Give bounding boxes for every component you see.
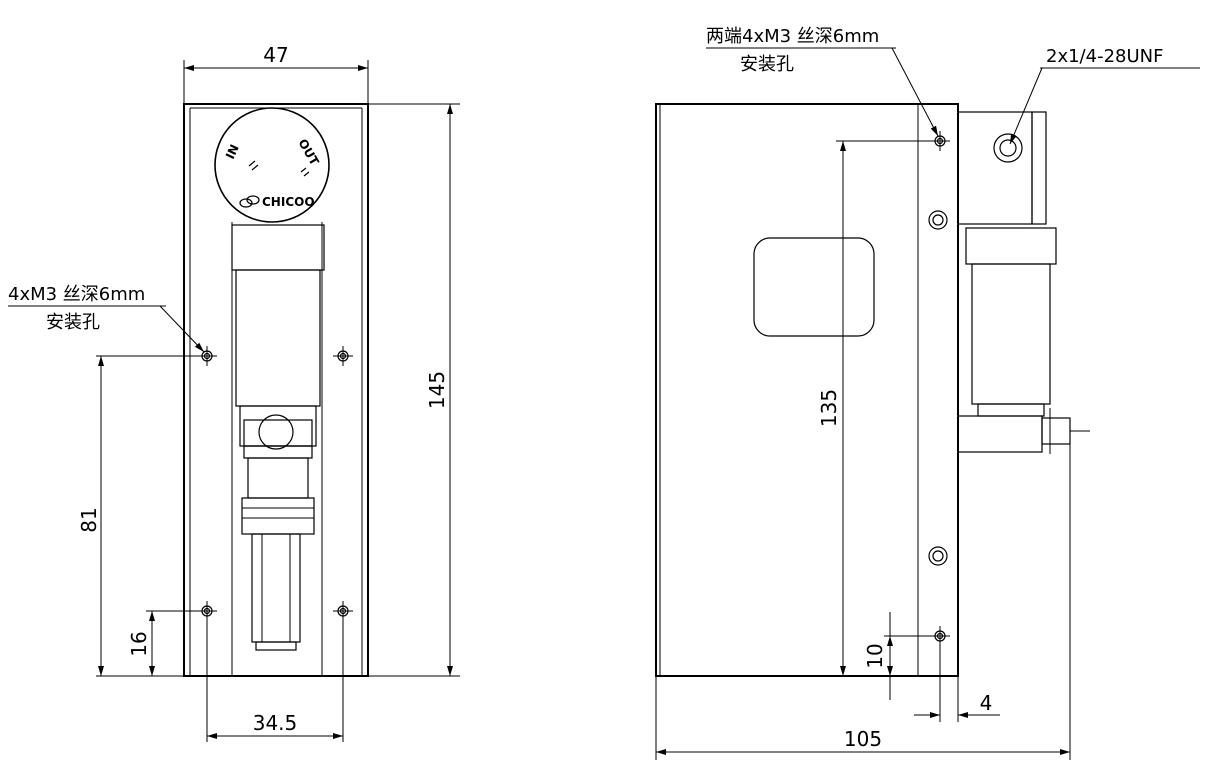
callout-line1: 两端4xM3 丝深6mm [706,26,879,47]
pressure-gauge: IN OUT CHICOO [214,107,330,223]
dim-label: 145 [425,371,449,409]
bolt [928,546,948,566]
brand-text: CHICOO [262,195,315,209]
dim-bottom-16: 16 [127,610,202,676]
mount-hole [930,131,950,151]
dim-label: 105 [844,727,882,751]
dim-depth-105: 105 [655,444,1071,760]
side-bolts [928,210,948,566]
callout-line1: 4xM3 丝深6mm [8,284,145,305]
bolt [928,210,948,230]
dim-label: 16 [127,631,151,656]
dim-label: 81 [77,507,101,532]
front-hole-callout: 4xM3 丝深6mm 安装孔 [8,284,205,353]
port-callout: 2x1/4-28UNF [1009,46,1200,145]
dim-label: 10 [863,643,887,668]
mount-hole [333,346,353,366]
dim-label: 34.5 [253,711,298,735]
dim-bottom-10: 10 [863,612,934,700]
callout-line2: 安装孔 [46,312,100,333]
front-mounting-holes [197,346,353,621]
callout-line2: 安装孔 [740,54,794,75]
gauge-label-in: IN [223,142,242,161]
side-view: 135 10 4 105 两端4xM3 丝深6mm 安装孔 [655,26,1200,760]
port-callout-text: 2x1/4-28UNF [1046,46,1163,67]
dim-label: 47 [263,43,288,67]
regulator-body [231,224,325,651]
dim-label: 4 [980,691,993,715]
dim-height-145: 145 [368,103,460,677]
side-hole-callout: 两端4xM3 丝深6mm 安装孔 [706,26,939,137]
dim-label: 135 [817,389,841,427]
brand-logo: CHICOO [239,195,315,209]
top-port-block [957,111,1047,225]
front-panel-outline [183,103,369,677]
dim-width-47: 47 [183,43,369,104]
dim-hole-spacing: 34.5 [206,616,344,742]
side-regulator [957,227,1090,454]
dim-hole-135: 135 [817,140,934,676]
side-window [753,237,875,337]
dim-hole-81: 81 [77,355,202,677]
dim-edge-4: 4 [914,641,1000,722]
front-view: IN OUT CHICOO [8,43,460,742]
side-panel-outline [655,103,959,677]
side-mounting-holes [930,131,950,646]
